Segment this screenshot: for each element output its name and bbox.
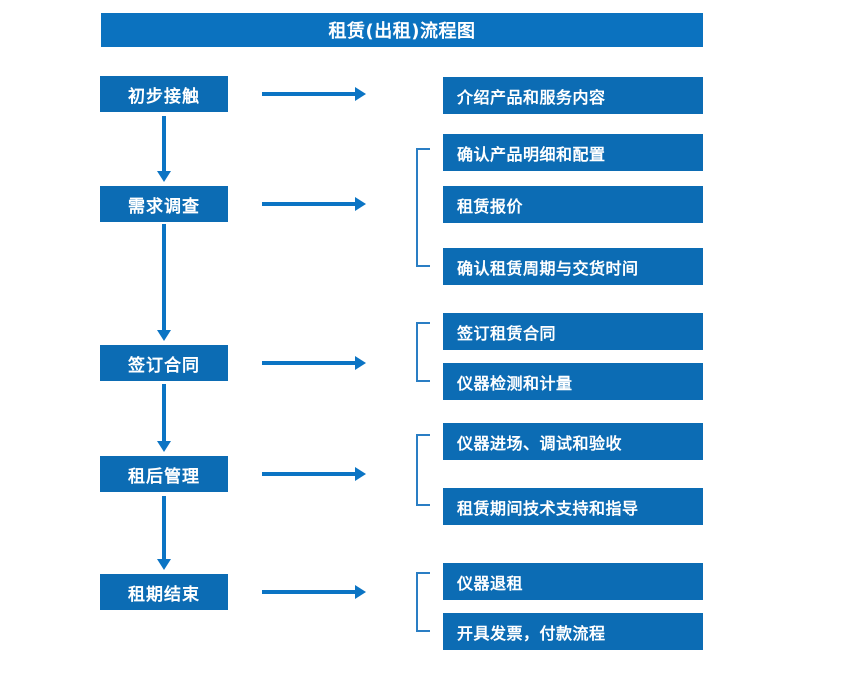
bracket-needs-survey: [416, 148, 430, 267]
bracket-lease-end: [416, 572, 430, 632]
detail-box-rental-quotation[interactable]: 租赁报价: [443, 186, 703, 223]
vertical-arrow-4: [155, 496, 173, 570]
stage-box-needs-survey[interactable]: 需求调查: [100, 186, 228, 222]
bracket-post-rental-management: [416, 434, 430, 506]
stage-box-lease-end[interactable]: 租期结束: [100, 574, 228, 610]
detail-box-technical-support[interactable]: 租赁期间技术支持和指导: [443, 488, 703, 525]
vertical-arrow-3: [155, 384, 173, 452]
horizontal-arrow-4: [262, 465, 366, 483]
horizontal-arrow-5: [262, 583, 366, 601]
stage-box-sign-contract[interactable]: 签订合同: [100, 345, 228, 381]
vertical-arrow-1: [155, 116, 173, 182]
detail-box-instrument-installation[interactable]: 仪器进场、调试和验收: [443, 423, 703, 460]
horizontal-arrow-3: [262, 354, 366, 372]
detail-box-invoice-and-payment[interactable]: 开具发票，付款流程: [443, 613, 703, 650]
stage-box-initial-contact[interactable]: 初步接触: [100, 76, 228, 112]
stage-box-post-rental-management[interactable]: 租后管理: [100, 456, 228, 492]
detail-box-instrument-inspection[interactable]: 仪器检测和计量: [443, 363, 703, 400]
bracket-sign-contract: [416, 322, 430, 382]
page-title: 租赁(出租)流程图: [101, 13, 703, 47]
horizontal-arrow-2: [262, 195, 366, 213]
vertical-arrow-2: [155, 224, 173, 341]
horizontal-arrow-1: [262, 85, 366, 103]
detail-box-sign-lease-agreement[interactable]: 签订租赁合同: [443, 313, 703, 350]
detail-box-instrument-return[interactable]: 仪器退租: [443, 563, 703, 600]
detail-box-introduce-products[interactable]: 介绍产品和服务内容: [443, 77, 703, 114]
detail-box-confirm-product-details[interactable]: 确认产品明细和配置: [443, 134, 703, 171]
detail-box-confirm-lease-period[interactable]: 确认租赁周期与交货时间: [443, 248, 703, 285]
